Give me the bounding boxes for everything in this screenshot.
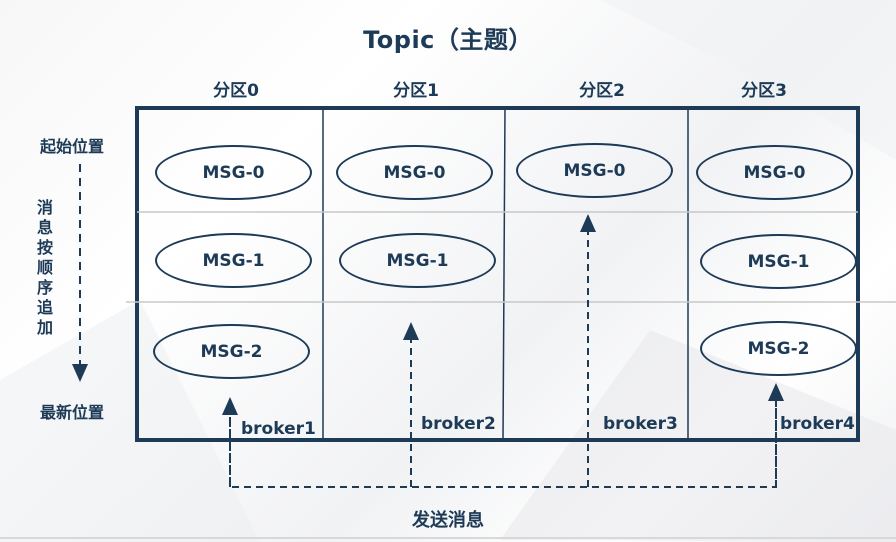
- latest-position-label: 最新位置: [40, 403, 105, 422]
- msg-p3-1: MSG-1: [700, 234, 857, 289]
- partition-label-2: 分区2: [579, 81, 625, 101]
- start-position-label: 起始位置: [40, 137, 105, 156]
- partition-label-3: 分区3: [741, 81, 787, 101]
- append-order-label: 消息按顺序追加: [36, 198, 53, 337]
- msg-p3-2: MSG-2: [700, 321, 857, 376]
- send-messages-label: 发送消息: [412, 510, 484, 531]
- msg-p0-2: MSG-2: [153, 324, 310, 379]
- msg-p2-0: MSG-0: [516, 143, 673, 198]
- partition-label-0: 分区0: [213, 81, 259, 101]
- partition-label-1: 分区1: [393, 81, 439, 101]
- msg-p0-1: MSG-1: [155, 233, 312, 288]
- page-title: Topic（主题）: [363, 26, 533, 54]
- msg-p3-0: MSG-0: [696, 145, 853, 200]
- topic-grid: [135, 106, 860, 442]
- broker-label-4: broker4: [780, 414, 855, 434]
- broker-label-3: broker3: [603, 414, 678, 434]
- msg-p1-0: MSG-0: [336, 145, 493, 200]
- broker-label-1: broker1: [241, 419, 316, 439]
- broker-label-2: broker2: [421, 414, 496, 434]
- msg-p0-0: MSG-0: [155, 145, 312, 200]
- msg-p1-1: MSG-1: [339, 233, 496, 288]
- divider-1: [502, 107, 506, 441]
